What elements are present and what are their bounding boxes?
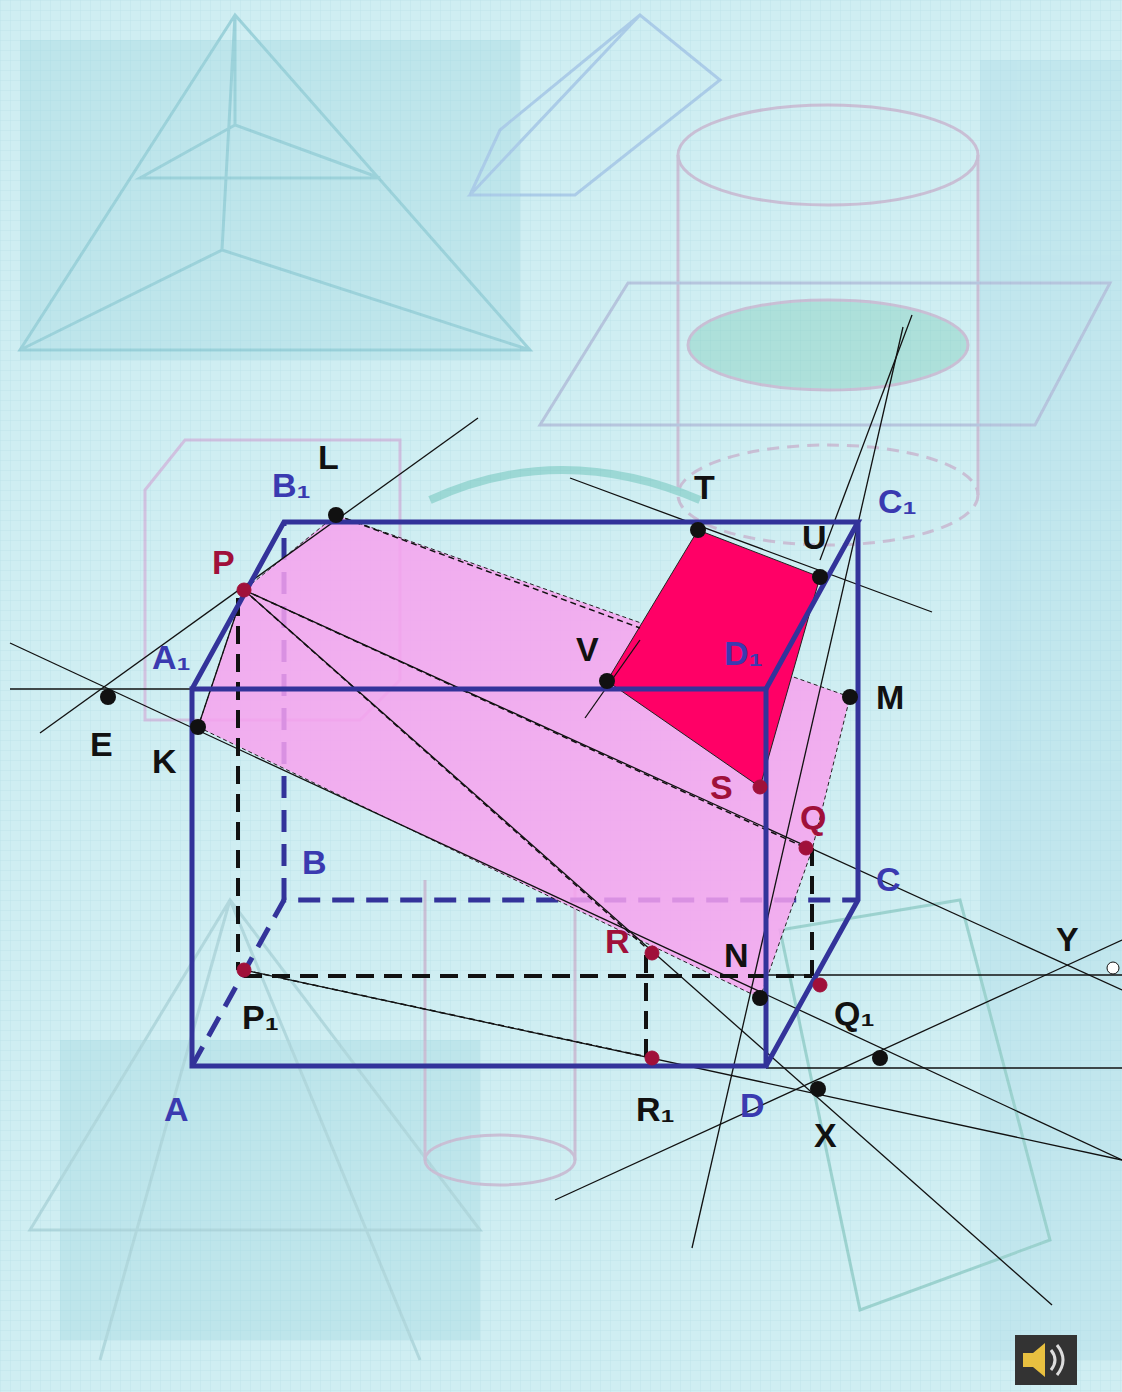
point-label: U <box>802 520 827 554</box>
point-label: D₁ <box>724 636 763 670</box>
point-label: X <box>814 1118 837 1152</box>
point-label: Y <box>1056 922 1079 956</box>
point-label: Q₁ <box>834 996 875 1030</box>
point-label: D <box>740 1088 765 1122</box>
point-label: N <box>724 938 749 972</box>
point-label: P <box>212 545 235 579</box>
point-label: L <box>318 440 339 474</box>
point-label: R <box>605 924 630 958</box>
point-label: V <box>576 632 599 666</box>
point-label: S <box>710 770 733 804</box>
point-label: Q <box>800 800 826 834</box>
point-label: P₁ <box>242 1000 279 1034</box>
point-label: B₁ <box>272 468 311 502</box>
point-label: R₁ <box>636 1092 675 1126</box>
point-label: M <box>876 680 904 714</box>
point-label: A <box>164 1092 189 1126</box>
point-label: E <box>90 727 113 761</box>
point-label: T <box>694 470 715 504</box>
point-label: B <box>302 845 327 879</box>
point-label: C₁ <box>878 484 917 518</box>
point-label: K <box>152 744 177 778</box>
point-label: C <box>876 862 901 896</box>
point-label: A₁ <box>152 640 191 674</box>
